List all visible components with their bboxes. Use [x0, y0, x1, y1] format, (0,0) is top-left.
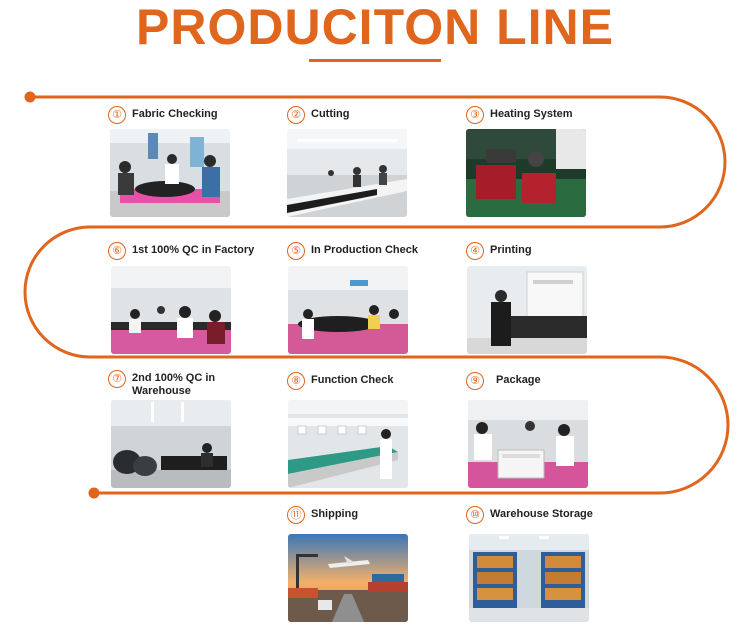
step-title: 2nd 100% QC in Warehouse: [132, 372, 216, 397]
step-9-label: ⑨ Package: [466, 372, 541, 390]
step-3-label: ③ Heating System: [466, 106, 573, 124]
page-title: PRODUCITON LINE: [136, 0, 614, 55]
step-number: ⑨: [466, 372, 484, 390]
step-11-label: ⑪ Shipping: [287, 506, 358, 524]
in-production-check-photo: [288, 266, 408, 354]
step-number: ⑤: [287, 242, 305, 260]
step-8-label: ⑧ Function Check: [287, 372, 394, 390]
step-7-label: ⑦ 2nd 100% QC in Warehouse: [108, 370, 215, 398]
printing-photo: [467, 266, 587, 354]
step-number: ⑥: [108, 242, 126, 260]
first-qc-photo: [111, 266, 231, 354]
cutting-photo: [287, 129, 407, 217]
step-title: In Production Check: [311, 244, 418, 256]
step-number: ①: [108, 106, 126, 124]
title-underline: [309, 59, 441, 62]
step-2-label: ② Cutting: [287, 106, 349, 124]
second-qc-photo: [111, 400, 231, 488]
shipping-photo: [288, 534, 408, 622]
package-photo: [468, 400, 588, 488]
step-title: Shipping: [311, 508, 359, 520]
step-4-label: ④ Printing: [466, 242, 532, 260]
step-title: Fabric Checking: [132, 108, 218, 120]
warehouse-storage-photo: [469, 534, 589, 622]
step-title: Heating System: [490, 108, 573, 120]
step-number: ⑧: [287, 372, 305, 390]
step-title: Function Check: [311, 374, 394, 386]
step-title: Warehouse Storage: [490, 508, 593, 520]
step-number: ④: [466, 242, 484, 260]
step-number: ⑪: [287, 506, 305, 524]
step-title: Cutting: [311, 108, 350, 120]
function-check-photo: [288, 400, 408, 488]
step-number: ③: [466, 106, 484, 124]
step-title: 1st 100% QC in Factory: [132, 244, 255, 256]
step-title: Printing: [490, 244, 532, 256]
step-6-label: ⑥ 1st 100% QC in Factory: [108, 242, 254, 260]
step-title: Package: [496, 374, 541, 386]
fabric-checking-photo: [110, 129, 230, 217]
step-number: ⑩: [466, 506, 484, 524]
heating-system-photo: [466, 129, 586, 217]
step-5-label: ⑤ In Production Check: [287, 242, 418, 260]
step-1-label: ① Fabric Checking: [108, 106, 218, 124]
step-number: ⑦: [108, 370, 126, 388]
step-number: ②: [287, 106, 305, 124]
step-10-label: ⑩ Warehouse Storage: [466, 506, 593, 524]
